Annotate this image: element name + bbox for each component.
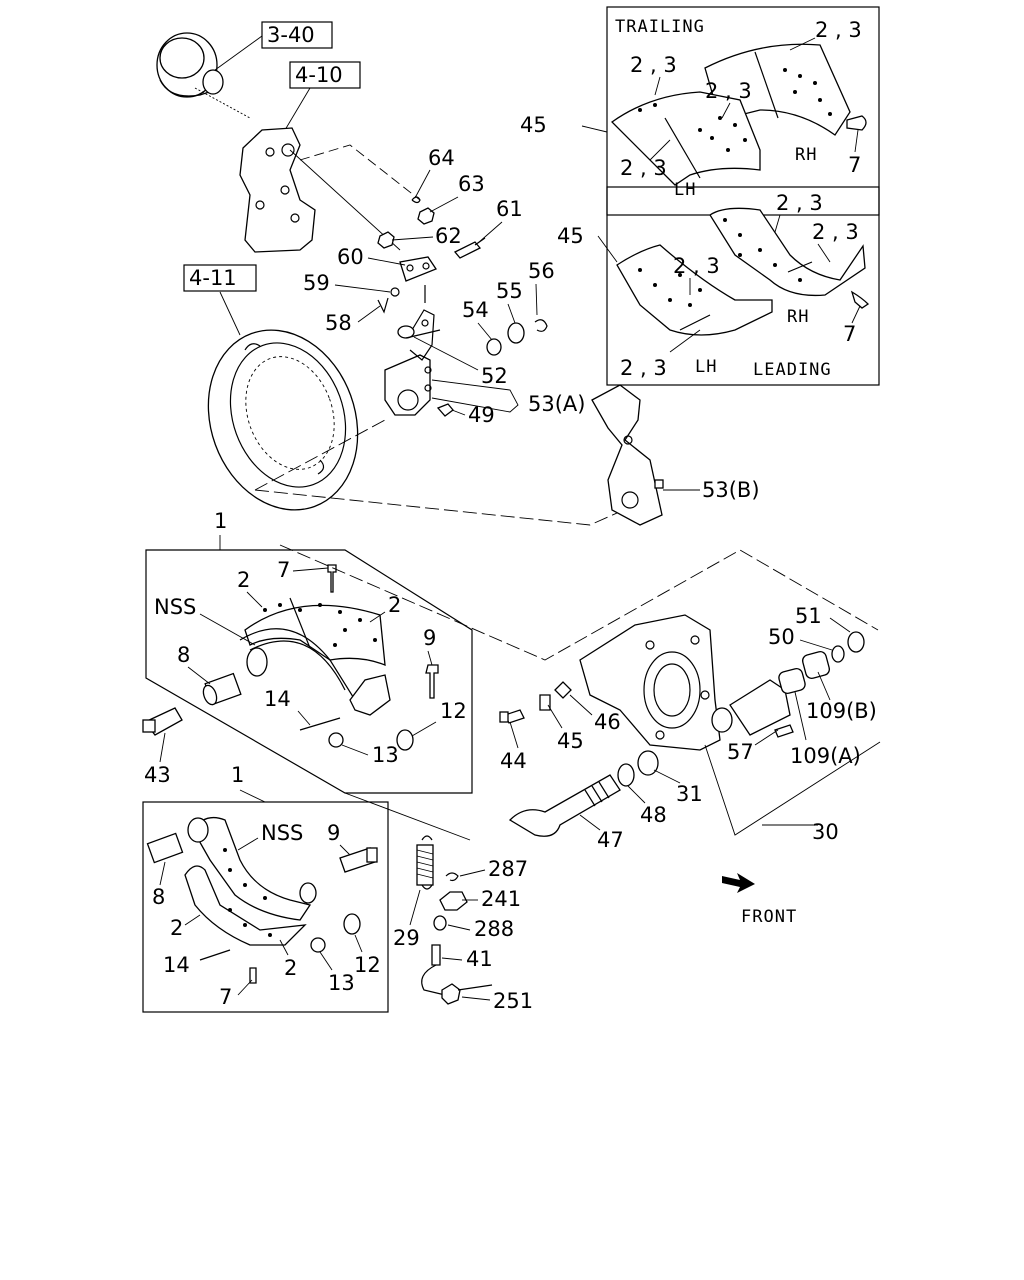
label-45-leading: 45 [557, 224, 584, 248]
camshaft [508, 750, 659, 837]
label-48: 48 [640, 803, 667, 827]
label-14-upper: 14 [264, 687, 291, 711]
trailing-label-23-a: 2 , 3 [630, 53, 677, 77]
ref-box-3-40 [261, 21, 333, 49]
leading-rh: RH [787, 307, 809, 327]
shoe-assembly-upper [202, 564, 439, 751]
front-label: FRONT [741, 907, 797, 927]
trailing-box: TRAILING 2 , 3 2 , 3 2 , 3 2 , 3 LH RH 7 [606, 6, 880, 216]
label-59: 59 [303, 271, 330, 295]
label-7-lower: 7 [219, 985, 232, 1009]
label-8-upper: 8 [177, 643, 190, 667]
trailing-label-23-c: 2 , 3 [705, 79, 752, 103]
label-63: 63 [458, 172, 485, 196]
front-arrow-icon [722, 873, 755, 893]
label-49: 49 [468, 403, 495, 427]
label-46: 46 [594, 710, 621, 734]
label-14-lower: 14 [163, 953, 190, 977]
label-2-upper-a: 2 [237, 568, 250, 592]
label-56: 56 [528, 259, 555, 283]
label-9-upper: 9 [423, 626, 436, 650]
leading-label-7: 7 [843, 322, 856, 346]
ref-4-10: 4-10 [295, 63, 343, 87]
anchor-pin [142, 707, 183, 736]
label-44: 44 [500, 749, 527, 773]
label-2-lower-b: 2 [284, 956, 297, 980]
label-241: 241 [481, 887, 521, 911]
bracket [239, 127, 316, 253]
label-8-lower: 8 [152, 885, 165, 909]
label-41: 41 [466, 947, 493, 971]
label-109b: 109(B) [806, 699, 877, 723]
label-288: 288 [474, 917, 514, 941]
label-55: 55 [496, 279, 523, 303]
trailing-rh: RH [795, 145, 817, 165]
spring-and-fittings [416, 835, 493, 1005]
shoe-box-lower [142, 801, 389, 1013]
label-109a: 109(A) [790, 744, 861, 768]
label-50: 50 [768, 625, 795, 649]
label-2-lower-a: 2 [170, 916, 183, 940]
label-43: 43 [144, 763, 171, 787]
trailing-title: TRAILING [615, 17, 705, 37]
brake-chamber [156, 32, 251, 119]
label-45-trailing: 45 [520, 113, 547, 137]
ref-3-40: 3-40 [267, 23, 315, 47]
label-7-upper: 7 [277, 558, 290, 582]
ref-4-11: 4-11 [189, 266, 237, 290]
label-nss-lower: NSS [261, 821, 303, 845]
label-31: 31 [676, 782, 703, 806]
label-54: 54 [462, 298, 489, 322]
ref-box-4-11 [183, 264, 257, 292]
label-51: 51 [795, 604, 822, 628]
label-nss-upper: NSS [154, 595, 196, 619]
label-29: 29 [393, 926, 420, 950]
leading-title: LEADING [753, 360, 832, 380]
label-1-upper: 1 [214, 509, 227, 533]
label-45: 45 [557, 729, 584, 753]
slack-adjuster-parts [384, 309, 548, 417]
label-47: 47 [597, 828, 624, 852]
leading-box: LEADING 2 , 3 2 , 3 2 , 3 2 , 3 LH RH 7 [606, 186, 880, 386]
label-2-upper-b: 2 [388, 593, 401, 617]
label-61: 61 [496, 197, 523, 221]
shoe-box-upper [145, 549, 473, 794]
ref-box-4-10 [289, 61, 361, 89]
label-53a: 53(A) [528, 392, 585, 416]
trailing-lh: LH [674, 180, 696, 200]
leading-label-23-b: 2 , 3 [812, 220, 859, 244]
label-12-lower: 12 [354, 953, 381, 977]
trailing-label-23-d: 2 , 3 [620, 156, 667, 180]
spider-assembly [499, 614, 794, 751]
leading-label-23-a: 2 , 3 [776, 191, 823, 215]
trailing-label-7: 7 [848, 153, 861, 177]
leading-label-23-d: 2 , 3 [620, 356, 667, 380]
label-62: 62 [435, 224, 462, 248]
trailing-label-23-b: 2 , 3 [815, 18, 862, 42]
adjuster-arm [591, 384, 664, 526]
label-30: 30 [812, 820, 839, 844]
label-58: 58 [325, 311, 352, 335]
leading-lh: LH [695, 357, 717, 377]
leading-label-23-c: 2 , 3 [673, 254, 720, 278]
label-52: 52 [481, 364, 508, 388]
label-64: 64 [428, 146, 455, 170]
label-60: 60 [337, 245, 364, 269]
label-251: 251 [493, 989, 533, 1013]
label-13-lower: 13 [328, 971, 355, 995]
label-12-upper: 12 [440, 699, 467, 723]
label-13-upper: 13 [372, 743, 399, 767]
hardware-cluster [377, 196, 486, 314]
label-287: 287 [488, 857, 528, 881]
label-53b: 53(B) [702, 478, 760, 502]
shoe-assembly-lower [146, 816, 378, 984]
label-9-lower: 9 [327, 821, 340, 845]
label-1-lower: 1 [231, 763, 244, 787]
label-57: 57 [727, 740, 754, 764]
dust-shield [207, 329, 359, 511]
bushings [778, 631, 865, 695]
